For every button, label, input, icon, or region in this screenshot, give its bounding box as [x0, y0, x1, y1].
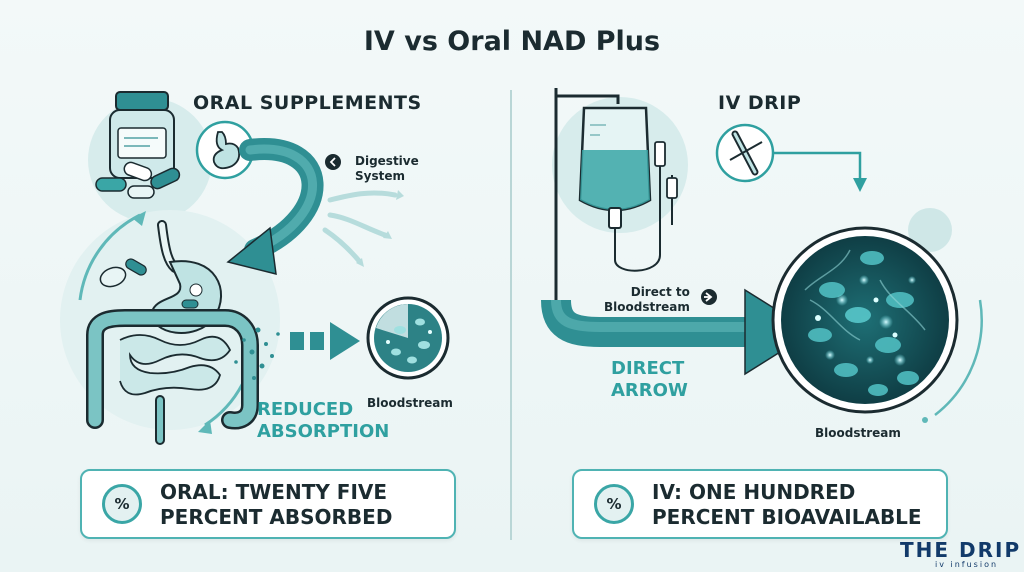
oral-bloodstream-icon	[366, 296, 450, 380]
brand-logo: THE DRIP	[900, 538, 1022, 562]
iv-heading: IV DRIP	[718, 92, 802, 114]
oral-stat-line2: PERCENT ABSORBED	[160, 505, 393, 529]
stomach-icon	[195, 120, 255, 180]
oral-stat-text: ORAL: TWENTY FIVE PERCENT ABSORBED	[160, 480, 392, 530]
digestive-label-line2: System	[355, 169, 405, 183]
oral-heading: ORAL SUPPLEMENTS	[193, 92, 422, 114]
pill-bottle-icon	[109, 91, 175, 179]
oral-curved-arrow	[226, 138, 324, 275]
reduced-line2: ABSORPTION	[257, 421, 390, 442]
iv-pole-icon	[554, 88, 620, 300]
center-divider	[510, 90, 512, 540]
absorption-particles	[234, 327, 280, 380]
reduced-absorption-label: REDUCED ABSORPTION	[257, 399, 389, 443]
digestive-label-line1: Digestive	[355, 154, 419, 168]
percent-badge: %	[102, 484, 142, 524]
iv-bloodstream-icon	[771, 226, 983, 423]
direct-label-line2: Bloodstream	[604, 300, 690, 314]
reduced-line1: REDUCED	[257, 399, 354, 420]
chevron-left-icon	[325, 154, 341, 170]
oral-stat-box: % ORAL: TWENTY FIVE PERCENT ABSORBED	[80, 469, 456, 539]
chevron-right-icon	[701, 289, 717, 305]
capsules-icon	[95, 161, 181, 199]
dissipating-arrows	[322, 190, 404, 267]
vein-connector-arrow	[773, 151, 867, 192]
arrow-line1: DIRECT	[611, 358, 685, 379]
iv-stat-line1: IV: ONE HUNDRED	[652, 480, 856, 504]
brand-logo-tagline: iv infusion	[935, 560, 999, 569]
direct-arrow-label: DIRECT ARROW	[611, 358, 688, 402]
digestive-system-icon	[86, 220, 259, 445]
digestive-system-label: Digestive System	[355, 154, 419, 184]
page-title: IV vs Oral NAD Plus	[363, 26, 661, 57]
percent-badge: %	[594, 484, 634, 524]
iv-bag-icon	[578, 106, 678, 272]
iv-stat-line2: PERCENT BIOAVAILABLE	[652, 505, 922, 529]
iv-stat-box: % IV: ONE HUNDRED PERCENT BIOAVAILABLE	[572, 469, 948, 539]
vein-icon	[715, 123, 775, 183]
oral-bloodstream-label: Bloodstream	[367, 396, 453, 410]
iv-stat-text: IV: ONE HUNDRED PERCENT BIOAVAILABLE	[652, 480, 922, 530]
iv-bloodstream-label: Bloodstream	[815, 426, 901, 440]
direct-to-bloodstream-label: Direct to Bloodstream	[604, 285, 690, 315]
oral-to-bloodstream-arrow	[290, 322, 360, 360]
direct-label-line1: Direct to	[630, 285, 690, 299]
arrow-line2: ARROW	[611, 380, 688, 401]
oral-stat-line1: ORAL: TWENTY FIVE	[160, 480, 388, 504]
